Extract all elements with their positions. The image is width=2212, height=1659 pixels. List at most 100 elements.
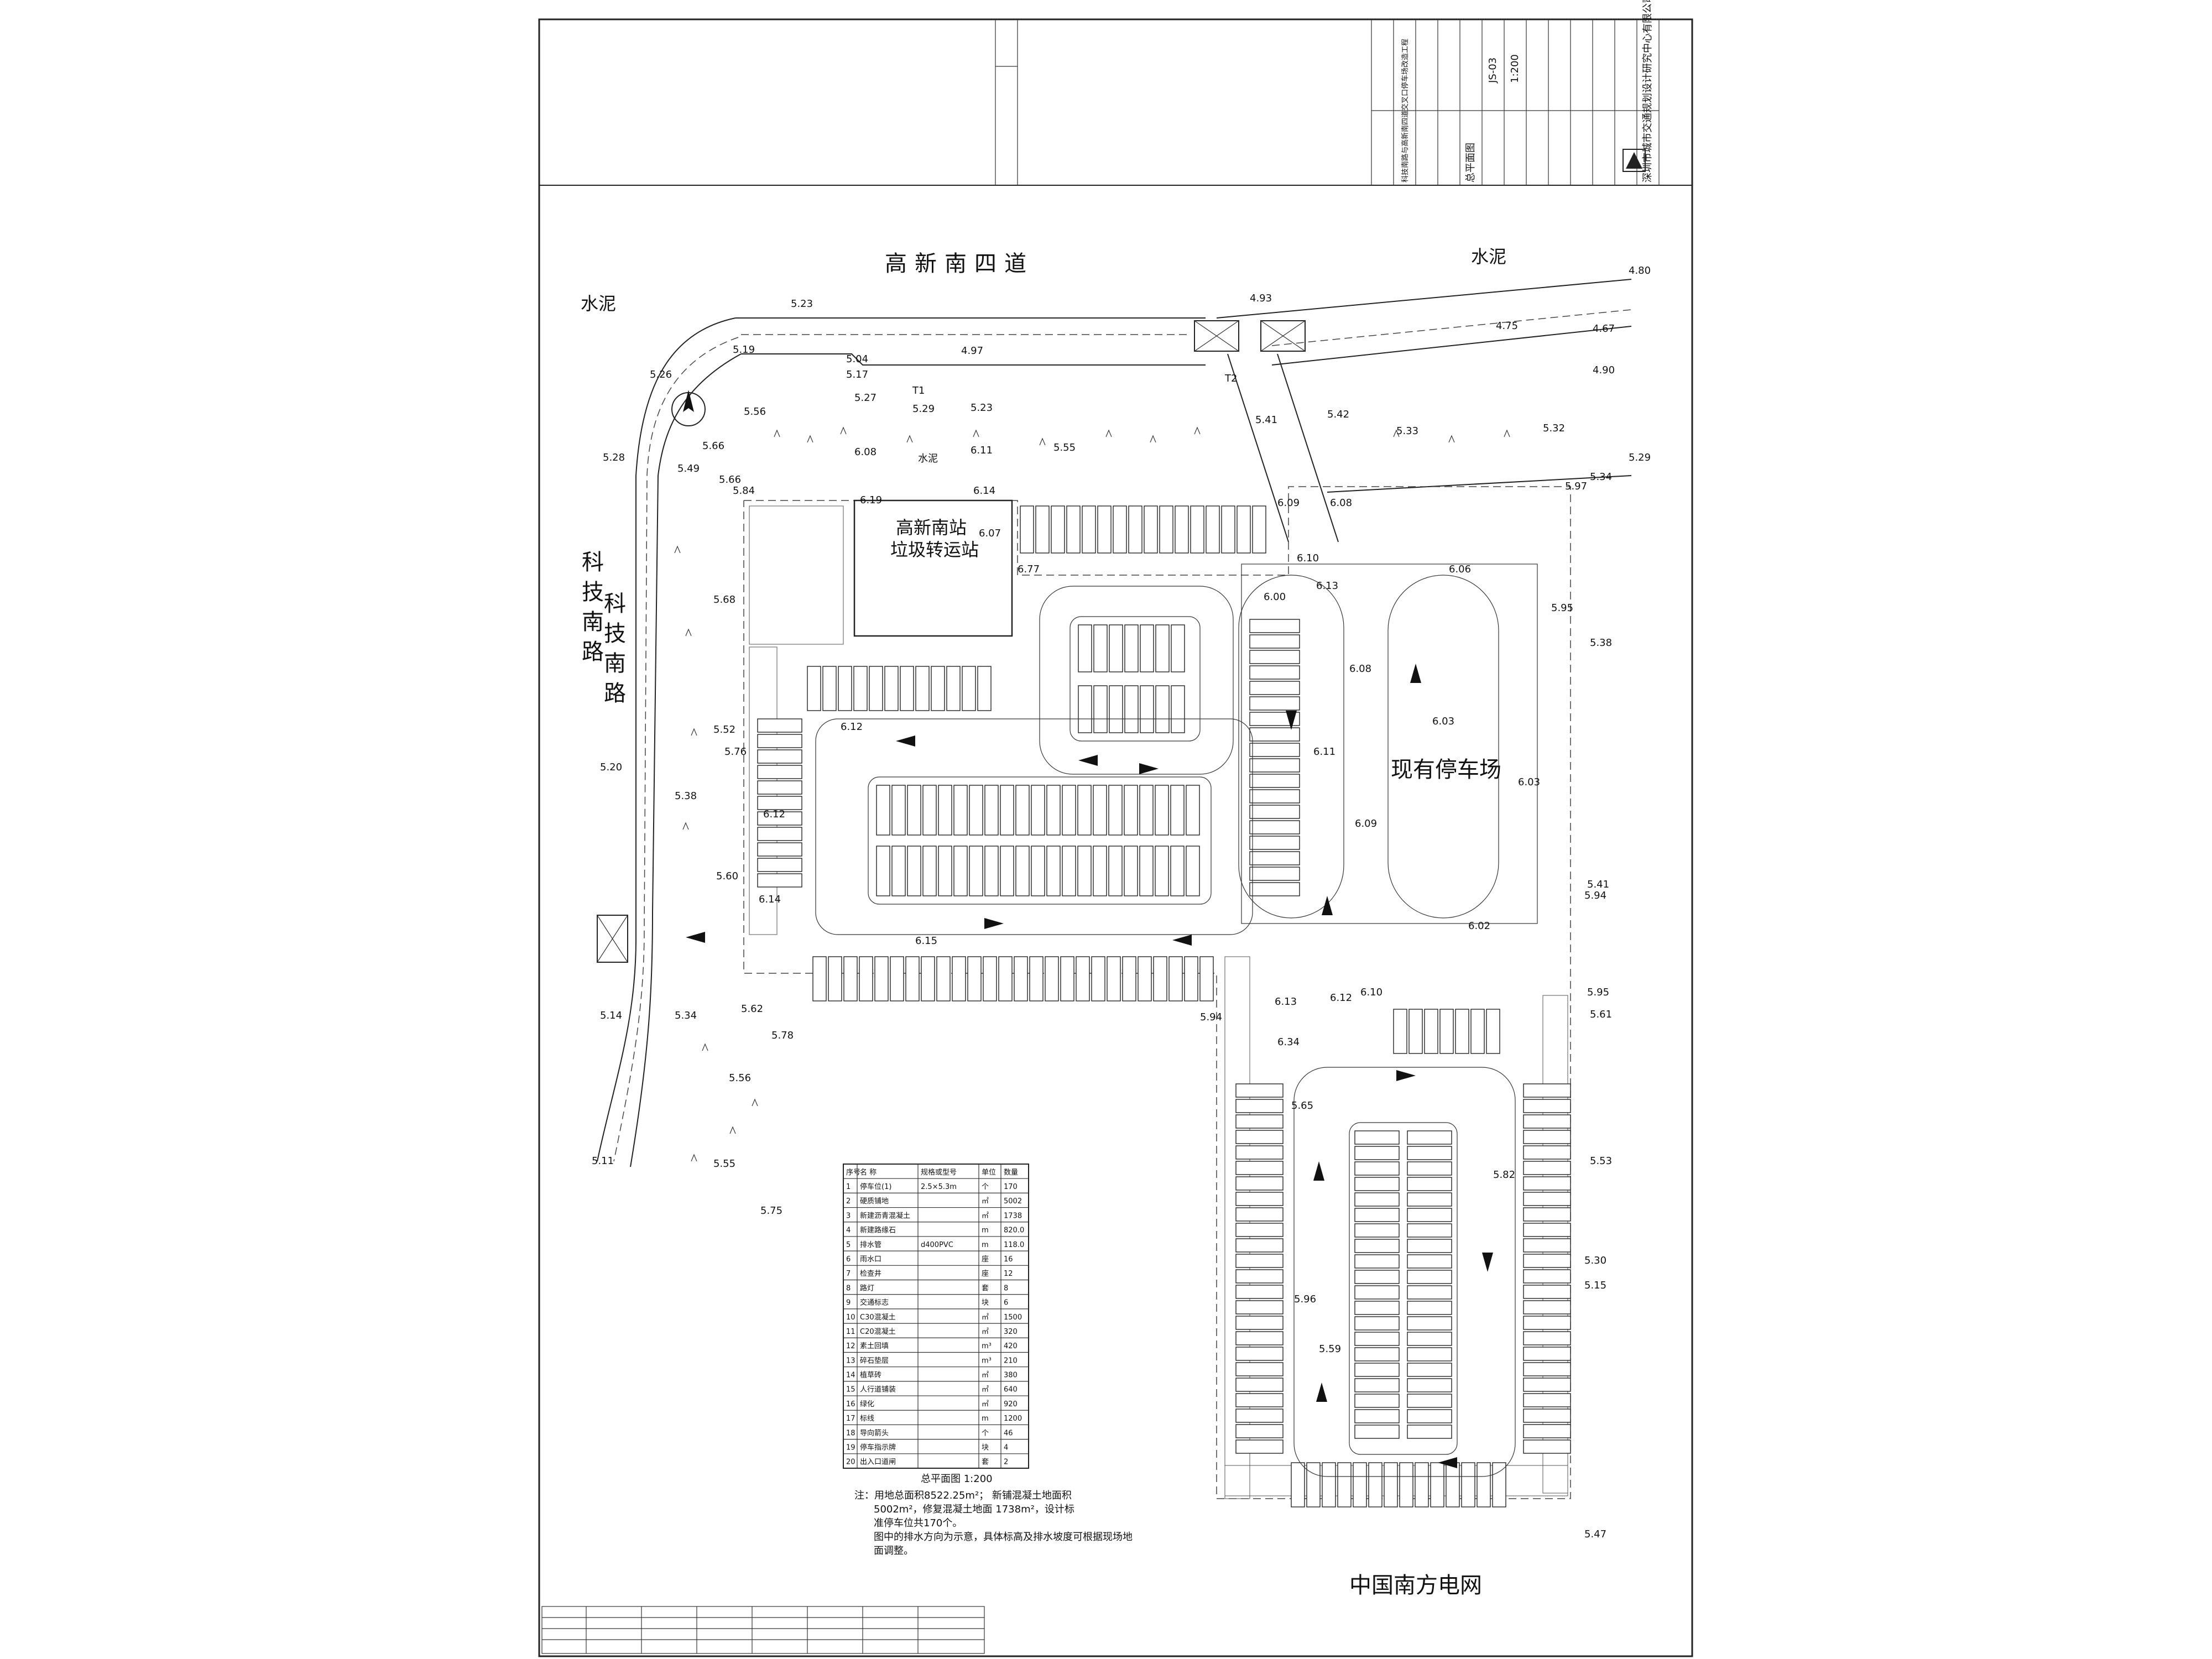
table-cell: 素土回填: [860, 1342, 889, 1350]
elevation-label: 5.38: [675, 790, 697, 802]
table-cell: m: [982, 1241, 989, 1249]
site-boundary: [743, 486, 1571, 1499]
plan-title: 总平面图 1:200: [921, 1473, 993, 1485]
elevation-label: 5.29: [1629, 452, 1651, 463]
table-cell: 块: [982, 1443, 989, 1452]
table-cell: 920: [1004, 1400, 1018, 1408]
elevation-label: 6.03: [1518, 776, 1540, 788]
elevation-label: 5.19: [733, 344, 755, 356]
table-header-cell: 规格或型号: [921, 1168, 957, 1177]
elevation-label: 5.20: [600, 761, 622, 773]
stall-column-west: [757, 718, 802, 888]
table-cell: C20混凝土: [860, 1327, 896, 1336]
elevation-label: 5.26: [650, 369, 672, 380]
table-cell: 检查井: [860, 1270, 881, 1278]
elevation-label: 6.13: [1275, 996, 1297, 1008]
elevation-label: 5.84: [733, 485, 755, 497]
transfer-station: [853, 499, 1013, 637]
elevation-label: 5.28: [603, 452, 625, 463]
elevation-label: 5.78: [771, 1030, 794, 1041]
elevation-label: 6.00: [1264, 591, 1286, 603]
table-cell: 19: [846, 1443, 855, 1452]
table-cell: 17: [846, 1415, 855, 1423]
elevation-label: 5.95: [1587, 987, 1609, 998]
table-cell: ㎡: [982, 1212, 989, 1220]
table-cell: 9: [846, 1299, 851, 1307]
elevation-label: 5.62: [741, 1003, 763, 1015]
elevation-label: 4.90: [1593, 364, 1615, 376]
elevation-label: 5.60: [716, 870, 738, 882]
elevation-label: 5.34: [1590, 471, 1612, 483]
existing-parking-loop-left: [1238, 575, 1344, 919]
table-cell: 12: [1004, 1270, 1013, 1278]
table-cell: 18: [846, 1429, 855, 1437]
table-cell: 2: [846, 1197, 851, 1206]
elevation-label: 6.12: [1330, 992, 1352, 1004]
table-cell: 座: [982, 1270, 989, 1278]
table-cell: 路灯: [860, 1284, 874, 1292]
elevation-label: 6.14: [759, 894, 781, 905]
table-cell: 块: [982, 1299, 989, 1307]
elevation-label: 6.08: [1349, 663, 1371, 675]
elevation-label: 6.03: [1432, 716, 1454, 727]
table-cell: 植草砖: [860, 1371, 881, 1380]
table-cell: 排水管: [860, 1241, 881, 1249]
surface-label-cement-left: 水泥: [581, 293, 616, 314]
table-cell: 14: [846, 1371, 855, 1380]
elevation-label: 5.75: [760, 1205, 782, 1217]
elevation-label: 5.53: [1590, 1155, 1612, 1167]
table-cell: 1500: [1004, 1313, 1022, 1322]
table-cell: 6: [1004, 1299, 1008, 1307]
existing-parking-outline: [1241, 564, 1538, 924]
table-cell: 16: [846, 1400, 855, 1408]
stall-column-central-east: [1249, 619, 1300, 896]
table-cell: 5: [846, 1241, 851, 1249]
table-cell: 套: [982, 1458, 989, 1467]
marker-t2: T2: [1224, 373, 1237, 384]
table-cell: 420: [1004, 1342, 1018, 1350]
table-cell: 2.5×5.3m: [921, 1183, 957, 1191]
stall-island-large: [868, 776, 1212, 905]
table-cell: 个: [982, 1183, 989, 1191]
svg-text:科技南路: 科技南路: [578, 550, 603, 670]
elevation-label: 6.09: [1355, 818, 1377, 830]
elevation-label: 4.80: [1629, 265, 1651, 276]
table-cell: 46: [1004, 1429, 1013, 1437]
table-header-cell: 名 称: [860, 1168, 877, 1177]
elevation-label: 5.56: [729, 1072, 751, 1084]
elevation-label: 5.59: [1319, 1343, 1341, 1355]
table-cell: m: [982, 1227, 989, 1235]
table-cell: 640: [1004, 1386, 1018, 1394]
stall-island-small: [1070, 616, 1201, 742]
note-line-2: 5002m²，修复混凝土地面 1738m²，设计标: [874, 1504, 1074, 1515]
elevation-label: 5.66: [719, 474, 741, 486]
table-cell: 820.0: [1004, 1227, 1024, 1235]
elevation-labels: 5.23 4.93 4.80 4.75 4.67 4.90 5.26 5.19 …: [592, 265, 1651, 1540]
elevation-label: 5.33: [1396, 425, 1418, 437]
road-name-north: 高新南四道: [885, 251, 1034, 276]
elevation-label: 5.34: [675, 1010, 697, 1021]
table-cell: 8: [1004, 1284, 1008, 1292]
elevation-label: 5.55: [1053, 442, 1076, 453]
elevation-label: 5.66: [702, 440, 724, 452]
elevation-label: 5.55: [713, 1158, 735, 1170]
table-cell: m³: [982, 1357, 992, 1365]
note-line-4: 图中的排水方向为示意，具体标高及排水坡度可根据现场地: [874, 1531, 1133, 1543]
stall-row-southeast-top: [1393, 1009, 1500, 1054]
table-cell: 3: [846, 1212, 851, 1220]
elevation-label: 5.65: [1291, 1100, 1313, 1112]
elevation-label: 5.42: [1327, 409, 1349, 420]
stall-row-upper-left: [807, 666, 992, 711]
stall-row-south-bottom: [1291, 1462, 1506, 1507]
table-cell: 5002: [1004, 1197, 1022, 1206]
elevation-label: 6.77: [1018, 564, 1040, 575]
table-cell: m³: [982, 1342, 992, 1350]
elevation-label: 6.06: [1449, 564, 1471, 575]
table-cell: 新建沥青混凝土: [860, 1211, 910, 1220]
elevation-label: 6.14: [973, 485, 995, 497]
elevation-label: 5.61: [1590, 1009, 1612, 1020]
drive-aisles: [815, 586, 1516, 1477]
elevation-label: 5.14: [600, 1010, 622, 1021]
elevation-label: 5.94: [1584, 890, 1606, 901]
